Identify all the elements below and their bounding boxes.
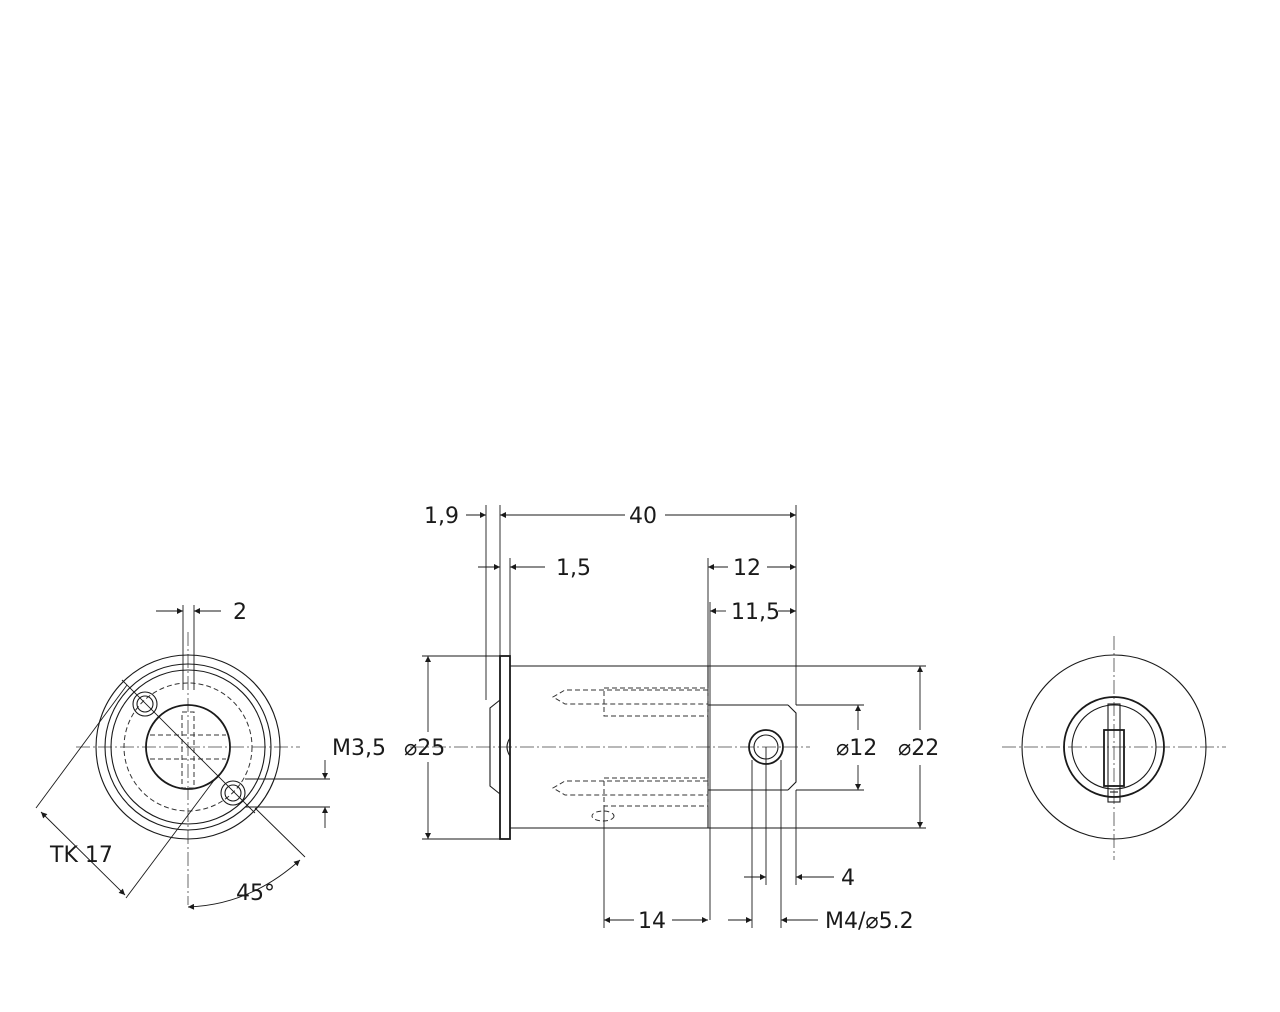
dimension-m3-5: M3,5 [245,736,386,828]
side-view [410,655,810,840]
dimension-m4-dia5-2: M4/⌀5.2 [728,760,914,934]
dimension-12: 12 [707,556,796,666]
dim-label-11-5: 11,5 [731,600,780,625]
dimension-45deg: 45° [187,859,301,910]
dim-label-2: 2 [233,600,247,625]
dim-label-dia25: ⌀25 [404,736,445,761]
dim-label-dia12: ⌀12 [836,736,877,761]
dim-label-14: 14 [638,909,666,934]
dim-label-12: 12 [733,556,761,581]
dimension-tk17: TK 17 [35,684,306,896]
dimension-dia12: ⌀12 [796,704,877,791]
dimension-11-5: 11,5 [709,600,796,920]
dim-label-45deg: 45° [236,881,275,906]
rear-view [1002,636,1226,860]
dim-label-4: 4 [841,866,855,891]
dimension-4: 4 [744,747,855,891]
dimension-1-9: 1,9 [424,504,501,700]
dim-label-1-9: 1,9 [424,504,459,529]
dim-label-m3-5: M3,5 [332,736,386,761]
dimension-40: 40 [500,504,797,705]
dimension-1-5: 1,5 [478,556,591,656]
dimension-dia22: ⌀22 [708,665,939,829]
dimension-2: 2 [156,600,247,690]
dim-label-tk17: TK 17 [49,843,113,868]
dim-label-1-5: 1,5 [556,556,591,581]
dim-label-m4-dia5-2: M4/⌀5.2 [825,909,914,934]
dim-label-dia22: ⌀22 [898,736,939,761]
dim-label-40: 40 [629,504,657,529]
dimension-14: 14 [603,806,708,934]
front-view [76,632,300,905]
dimension-dia25: ⌀25 [404,655,500,840]
